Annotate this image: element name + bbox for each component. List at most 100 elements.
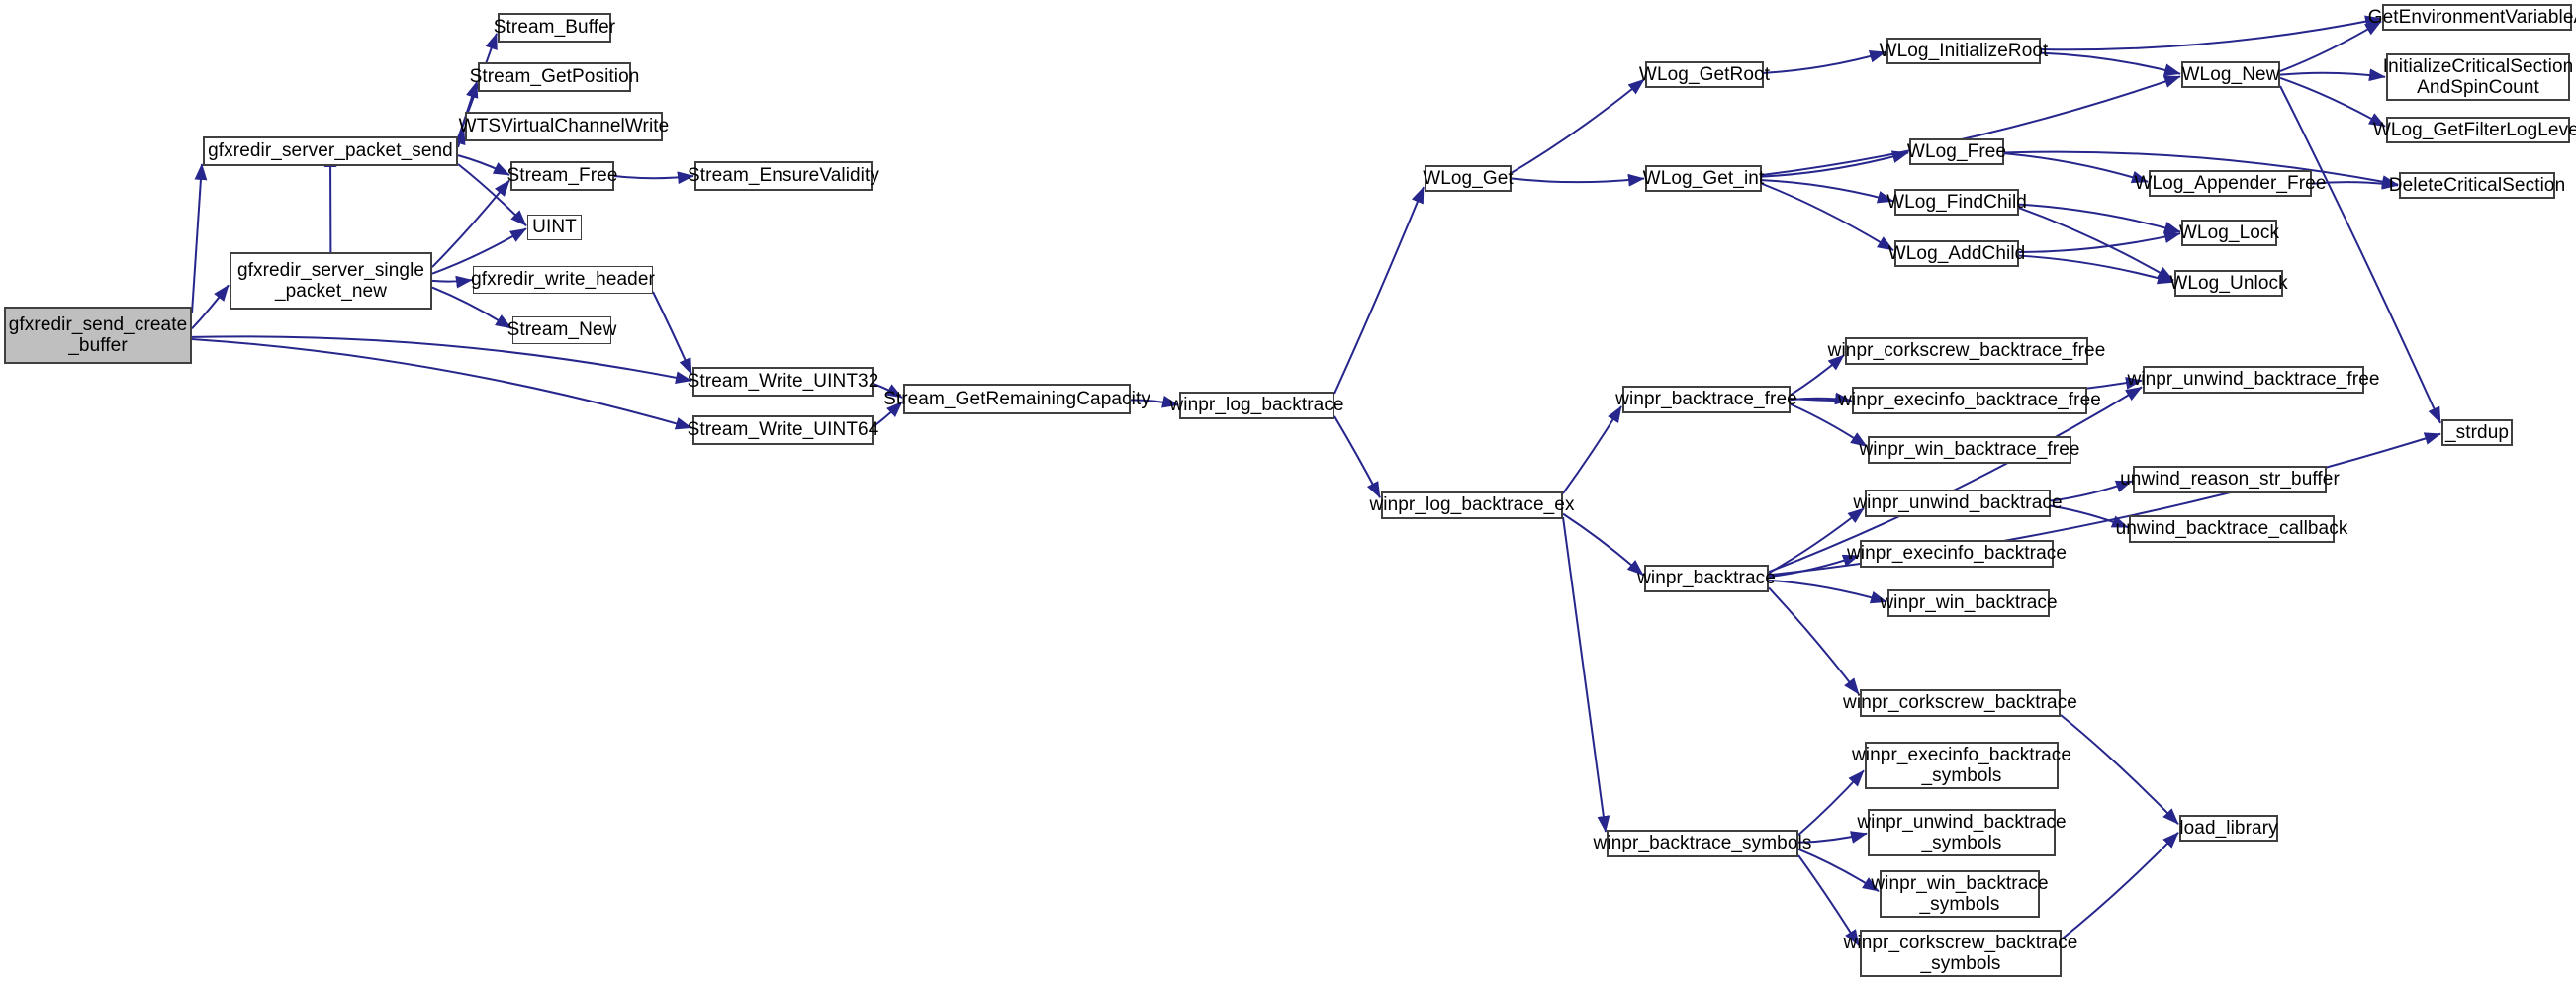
graph-node-stream_ensurevalidity[interactable]: Stream_EnsureValidity (688, 161, 879, 191)
graph-node-wlog_new[interactable]: WLog_New (2181, 61, 2280, 88)
graph-node-deletecriticalsection[interactable]: DeleteCriticalSection (2389, 172, 2565, 199)
graph-edge (873, 383, 903, 399)
graph-node-wlog_unlock[interactable]: WLog_Unlock (2169, 270, 2288, 297)
graph-edge (2040, 15, 2382, 51)
graph-node-winpr_corkscrew_backtrace_free[interactable]: winpr_corkscrew_backtrace_free (1828, 337, 2105, 365)
graph-node-wlog_free[interactable]: WLog_Free (1906, 138, 2007, 165)
graph-edge (1511, 173, 1645, 187)
graph-edge (873, 401, 903, 428)
graph-edge (1797, 848, 1880, 892)
graph-node-label: WTSVirtualChannelWrite (458, 116, 670, 137)
graph-edge (457, 163, 527, 226)
graph-node-gfxredir_server_packet_send[interactable]: gfxredir_server_packet_send (203, 136, 458, 166)
graph-node-label: winpr_win_backtrace _symbols (1871, 872, 2049, 915)
graph-node-winpr_log_backtrace[interactable]: winpr_log_backtrace (1169, 392, 1343, 419)
graph-node-label: gfxredir_server_single _packet_new (236, 259, 425, 302)
graph-node-label: load_library (2179, 817, 2278, 839)
graph-node-label: _strdup (2444, 421, 2510, 443)
graph-node-label: winpr_execinfo_backtrace (1846, 543, 2068, 565)
graph-node-stream_getposition[interactable]: Stream_GetPosition (470, 62, 639, 92)
graph-node-winpr_corkscrew_backtrace[interactable]: winpr_corkscrew_backtrace (1843, 689, 2077, 717)
graph-edge (652, 291, 692, 376)
graph-node-label: winpr_log_backtrace (1169, 395, 1344, 416)
graph-node-label: gfxredir_write_header (471, 269, 655, 291)
graph-edge (2018, 230, 2181, 254)
graph-node-winpr_unwind_backtrace_free[interactable]: winpr_unwind_backtrace_free (2127, 366, 2379, 394)
graph-node-label: WLog_Free (1906, 140, 2007, 162)
graph-edge (1334, 415, 1381, 498)
graph-edge (1768, 579, 1887, 604)
graph-edge (1797, 769, 1865, 836)
graph-node-label: winpr_win_backtrace_free (1859, 439, 2080, 461)
graph-edge (2018, 207, 2174, 282)
graph-node-unwind_backtrace_callback[interactable]: unwind_backtrace_callback (2116, 515, 2347, 543)
graph-node-gfxredir_write_header[interactable]: gfxredir_write_header (471, 266, 655, 294)
graph-node-stream_new[interactable]: Stream_New (507, 316, 616, 344)
graph-edge (2060, 714, 2179, 825)
graph-edge (2279, 20, 2382, 72)
graph-node-winpr_corkscrew_backtrace-_symbols[interactable]: winpr_corkscrew_backtrace _symbols (1844, 930, 2077, 977)
graph-node-gfxredir_send_create-_buffer[interactable]: gfxredir_send_create _buffer (4, 307, 192, 364)
graph-node-label: winpr_execinfo_backtrace _symbols (1851, 744, 2072, 786)
graph-node-wlog_get[interactable]: WLog_Get (1423, 165, 1514, 192)
graph-edge (1130, 395, 1179, 408)
graph-node-winpr_backtrace_symbols[interactable]: winpr_backtrace_symbols (1594, 830, 1811, 857)
graph-node-winpr_unwind_backtrace[interactable]: winpr_unwind_backtrace (1853, 490, 2063, 517)
graph-node-winpr_log_backtrace_ex[interactable]: winpr_log_backtrace_ex (1369, 492, 1574, 519)
graph-node-wlog_getroot[interactable]: WLog_GetRoot (1639, 61, 1770, 88)
graph-edge (2003, 152, 2149, 184)
graph-node-label: gfxredir_send_create _buffer (8, 313, 188, 356)
graph-node-label: WLog_Lock (2178, 222, 2280, 243)
graph-node-getenvironmentvariablea[interactable]: GetEnvironmentVariableA (2368, 4, 2576, 31)
graph-node-wlog_initializeroot[interactable]: WLog_InitializeRoot (1880, 38, 2048, 64)
graph-edge (1797, 854, 1860, 946)
graph-node-wlog_getfilterloglevel[interactable]: WLog_GetFilterLogLevel (2373, 117, 2576, 143)
graph-edge (191, 163, 208, 313)
graph-node-wlog_lock[interactable]: WLog_Lock (2178, 220, 2280, 246)
graph-node-initializecriticalsection-andspincount[interactable]: InitializeCriticalSection AndSpinCount (2383, 53, 2573, 101)
graph-node-winpr_win_backtrace_free[interactable]: winpr_win_backtrace_free (1859, 436, 2079, 464)
graph-edge (191, 337, 692, 430)
graph-edge (1768, 554, 1860, 579)
graph-node-wlog_appender_free[interactable]: WLog_Appender_Free (2134, 170, 2326, 197)
graph-edge (431, 227, 527, 275)
graph-node-winpr_win_backtrace-_symbols[interactable]: winpr_win_backtrace _symbols (1871, 870, 2049, 918)
graph-node-label: winpr_backtrace_free (1615, 389, 1797, 410)
graph-edge (431, 286, 512, 329)
graph-node-wlog_get_int[interactable]: WLog_Get_int (1643, 165, 1764, 192)
graph-node-label: Stream_GetPosition (469, 66, 640, 88)
graph-node-stream_write_uint64[interactable]: Stream_Write_UINT64 (688, 415, 878, 445)
graph-edge (1761, 182, 1894, 251)
graph-node-load_library[interactable]: load_library (2179, 815, 2278, 842)
graph-node-label: winpr_backtrace_symbols (1593, 833, 1812, 854)
graph-node-stream_getremainingcapacity[interactable]: Stream_GetRemainingCapacity (883, 384, 1150, 414)
graph-node-wlog_findchild[interactable]: WLog_FindChild (1886, 189, 2027, 216)
graph-node-_strdup[interactable]: _strdup (2441, 419, 2513, 446)
graph-node-winpr_execinfo_backtrace-_symbols[interactable]: winpr_execinfo_backtrace _symbols (1852, 742, 2071, 789)
graph-node-wtsvirtualchannelwrite[interactable]: WTSVirtualChannelWrite (459, 112, 669, 141)
graph-edge (1763, 49, 1886, 74)
graph-node-uint[interactable]: UINT (527, 215, 582, 240)
graph-node-unwind_reason_str_buffer[interactable]: unwind_reason_str_buffer (2120, 466, 2340, 493)
graph-node-winpr_execinfo_backtrace_free[interactable]: winpr_execinfo_backtrace_free (1838, 387, 2101, 414)
graph-node-stream_buffer[interactable]: Stream_Buffer (494, 13, 615, 43)
graph-edge (191, 335, 692, 385)
graph-node-winpr_execinfo_backtrace[interactable]: winpr_execinfo_backtrace (1847, 540, 2067, 568)
graph-node-label: winpr_corkscrew_backtrace_free (1827, 340, 2106, 362)
graph-node-winpr_unwind_backtrace-_symbols[interactable]: winpr_unwind_backtrace _symbols (1857, 809, 2067, 856)
graph-edge (2279, 76, 2386, 128)
graph-edge (431, 275, 473, 289)
graph-node-label: winpr_execinfo_backtrace_free (1838, 390, 2101, 411)
graph-node-label: Stream_GetRemainingCapacity (883, 388, 1150, 409)
graph-node-winpr_win_backtrace[interactable]: winpr_win_backtrace (1880, 589, 2058, 617)
graph-node-winpr_backtrace_free[interactable]: winpr_backtrace_free (1615, 386, 1797, 413)
graph-edge (453, 128, 466, 148)
graph-node-winpr_backtrace[interactable]: winpr_backtrace (1637, 565, 1776, 592)
graph-node-stream_write_uint32[interactable]: Stream_Write_UINT32 (688, 367, 878, 397)
graph-edge (1562, 405, 1622, 494)
graph-node-label: winpr_unwind_backtrace (1853, 492, 2063, 514)
graph-node-gfxredir_server_single-_packet_new[interactable]: gfxredir_server_single _packet_new (230, 252, 432, 310)
graph-node-stream_free[interactable]: Stream_Free (507, 161, 617, 191)
graph-node-wlog_addchild[interactable]: WLog_AddChild (1888, 240, 2025, 267)
